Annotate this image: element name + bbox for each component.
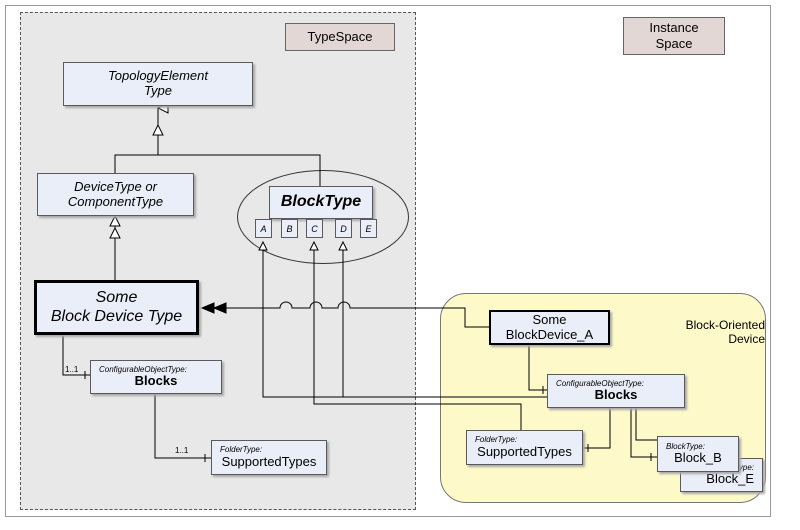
block-e-type-label: Type: [734, 462, 754, 472]
topology-element-line1: TopologyElement [108, 68, 208, 84]
blocks-instance-type-label: ConfigurableObjectType: [556, 378, 644, 388]
device-type-line2: ComponentType [67, 193, 164, 209]
supported-types-type-name: SupportedTypes [221, 453, 317, 469]
some-blockdevice-a-line2: BlockDevice_A [505, 326, 594, 342]
block-b-name: Block_B [674, 450, 722, 466]
inheritance-topology [114, 108, 321, 186]
supported-types-instance-node[interactable]: FolderType: SupportedTypes [466, 430, 583, 465]
instance-space-label-line1: Instance [649, 20, 699, 36]
blocktype-port-e[interactable]: E [360, 219, 377, 238]
typespace-links [62, 334, 211, 462]
blocktype-port-c[interactable]: C [306, 219, 323, 238]
typedef-arrow [200, 301, 489, 328]
device-type-node[interactable]: DeviceType or ComponentType [37, 173, 194, 216]
typespace-label-text: TypeSpace [307, 29, 373, 45]
block-oriented-device-label: Block-Oriented Device [655, 318, 765, 347]
some-block-device-type-line1: Some [95, 289, 138, 307]
supported-types-type-node[interactable]: FolderType: SupportedTypes [211, 440, 327, 475]
topology-element-type-node[interactable]: TopologyElement Type [63, 62, 253, 106]
supported-types-instance-type-label: FolderType: [475, 435, 518, 445]
block-b-type-label: BlockType: [666, 441, 705, 451]
supported-types-multiplicity: 1..1 [175, 446, 189, 455]
instance-links [528, 345, 657, 461]
some-block-device-type-node[interactable]: Some Block Device Type [34, 280, 199, 335]
blocktype-title: BlockType [280, 193, 362, 210]
diagram-frame [5, 5, 771, 517]
inheritance-device [109, 214, 121, 280]
blocks-multiplicity: 1..1 [65, 365, 79, 374]
block-oriented-device-label-line2: Device [728, 332, 765, 347]
device-type-line1: DeviceType or [74, 178, 157, 194]
instance-space-label: Instance Space [623, 17, 725, 55]
blocks-instance-node[interactable]: ConfigurableObjectType: Blocks [547, 374, 685, 408]
blocktype-port-b[interactable]: B [281, 219, 298, 238]
some-blockdevice-a-line1: Some [532, 311, 567, 327]
topology-element-line2: Type [144, 83, 172, 98]
blocktype-port-a[interactable]: A [255, 219, 272, 238]
block-oriented-device-label-line1: Block-Oriented [685, 318, 765, 332]
blocks-type-type-label: ConfigurableObjectType: [99, 364, 187, 374]
some-block-device-type-line2: Block Device Type [50, 307, 183, 325]
blocktype-oval [237, 170, 409, 264]
block-b-node[interactable]: BlockType: Block_B [657, 436, 739, 472]
blocktype-node[interactable]: BlockType [269, 186, 373, 219]
blocktype-port-d[interactable]: D [335, 219, 352, 238]
blocks-instance-name: Blocks [594, 387, 638, 403]
some-blockdevice-a-node[interactable]: Some BlockDevice_A [489, 310, 610, 345]
instance-space-label-line2: Space [655, 36, 693, 51]
supported-types-instance-name: SupportedTypes [477, 443, 572, 459]
blocks-type-name: Blocks [134, 373, 178, 389]
supported-types-type-label: FolderType: [220, 445, 263, 455]
block-e-name: Block_E [706, 471, 754, 487]
blocks-type-node[interactable]: ConfigurableObjectType: Blocks [90, 360, 222, 394]
typespace-label: TypeSpace [285, 23, 395, 51]
